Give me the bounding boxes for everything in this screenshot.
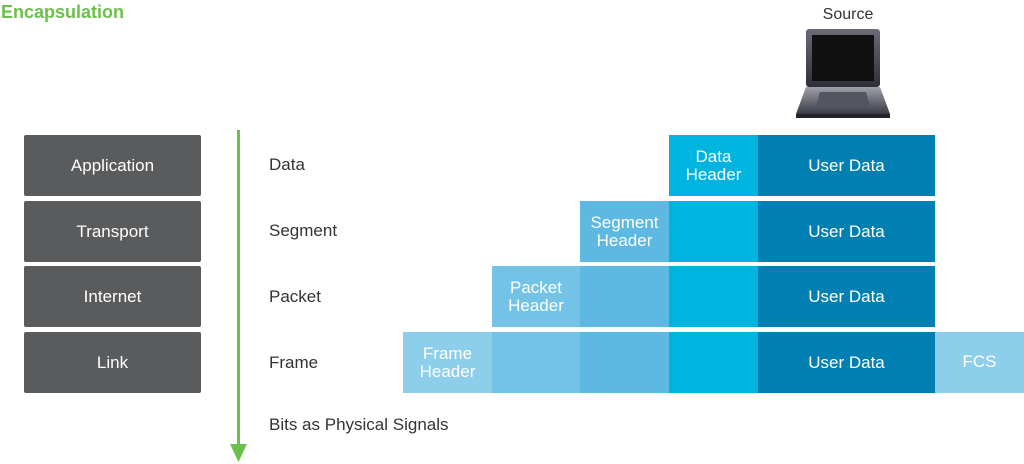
- user-data-cell: User Data: [758, 201, 935, 262]
- data-header-block: [669, 332, 758, 393]
- user-data-cell: User Data: [758, 266, 935, 327]
- arrow-down-icon: [230, 130, 247, 462]
- user-data-cell: User Data: [758, 332, 935, 393]
- segment-header-block: [580, 266, 669, 327]
- packet-header-cell: Packet Header: [492, 266, 580, 327]
- layer-internet: Internet: [24, 266, 201, 327]
- data-header-cell: Data Header: [669, 135, 758, 196]
- layer-transport: Transport: [24, 201, 201, 262]
- data-header-block: [669, 201, 758, 262]
- fcs-cell: FCS: [935, 332, 1024, 393]
- layer-link: Link: [24, 332, 201, 393]
- layer-application: Application: [24, 135, 201, 196]
- data-header-block: [669, 266, 758, 327]
- user-data-cell: User Data: [758, 135, 935, 196]
- diagram-title: Encapsulation: [1, 2, 125, 22]
- packet-header-block: [492, 332, 580, 393]
- pdu-packet: Packet: [269, 287, 321, 306]
- segment-header-block: [580, 332, 669, 393]
- bits-label: Bits as Physical Signals: [269, 415, 449, 434]
- pdu-frame: Frame: [269, 353, 319, 372]
- pdu-segment: Segment: [269, 221, 338, 240]
- laptop-icon: [796, 29, 890, 118]
- source-label: Source: [822, 6, 874, 23]
- segment-header-cell: Segment Header: [580, 201, 669, 262]
- pdu-data: Data: [269, 155, 305, 174]
- frame-header-cell: Frame Header: [403, 332, 492, 393]
